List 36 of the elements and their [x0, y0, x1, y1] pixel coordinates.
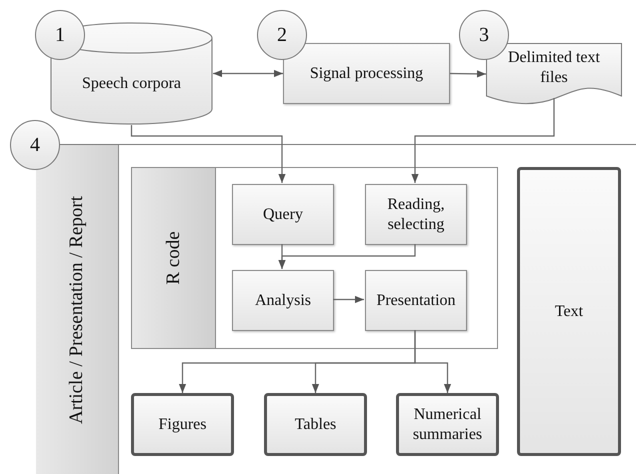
node-label: 2 [277, 22, 287, 48]
process-box [365, 184, 467, 245]
node-label: Delimited text files [507, 48, 601, 88]
node-label: Query [263, 204, 303, 224]
arrow [278, 244, 416, 269]
arrow [411, 98, 555, 183]
process-box [232, 270, 334, 331]
process-box [232, 184, 334, 245]
node-label: Text [554, 302, 584, 322]
output-box [131, 393, 234, 456]
node-label: Figures [158, 414, 206, 434]
node-label: Presentation [376, 290, 456, 310]
node-label: Numerical summaries [412, 404, 484, 444]
output-box [264, 393, 367, 456]
code-panel [131, 167, 498, 349]
node-label: 3 [479, 22, 489, 48]
node-label: 1 [55, 22, 65, 48]
arrow [213, 70, 283, 78]
node-label: 4 [30, 132, 40, 158]
output-box [396, 393, 499, 456]
process-box [283, 43, 450, 104]
node-label: Speech corpora [80, 74, 182, 94]
arrow [414, 330, 452, 393]
node-label: Signal processing [310, 64, 424, 84]
database-cylinder [50, 22, 213, 125]
node-label: Tables [294, 414, 336, 434]
document-shape [486, 43, 622, 105]
rotated-label: Article / Presentation / Report [65, 196, 88, 424]
arrow [333, 296, 364, 304]
arrow [450, 70, 486, 78]
rotated-label: R code [162, 231, 186, 285]
node-label: Analysis [255, 290, 311, 310]
arrow [130, 125, 286, 183]
text-panel [517, 167, 621, 456]
process-box [365, 270, 467, 331]
node-label: Reading, selecting [386, 194, 446, 234]
